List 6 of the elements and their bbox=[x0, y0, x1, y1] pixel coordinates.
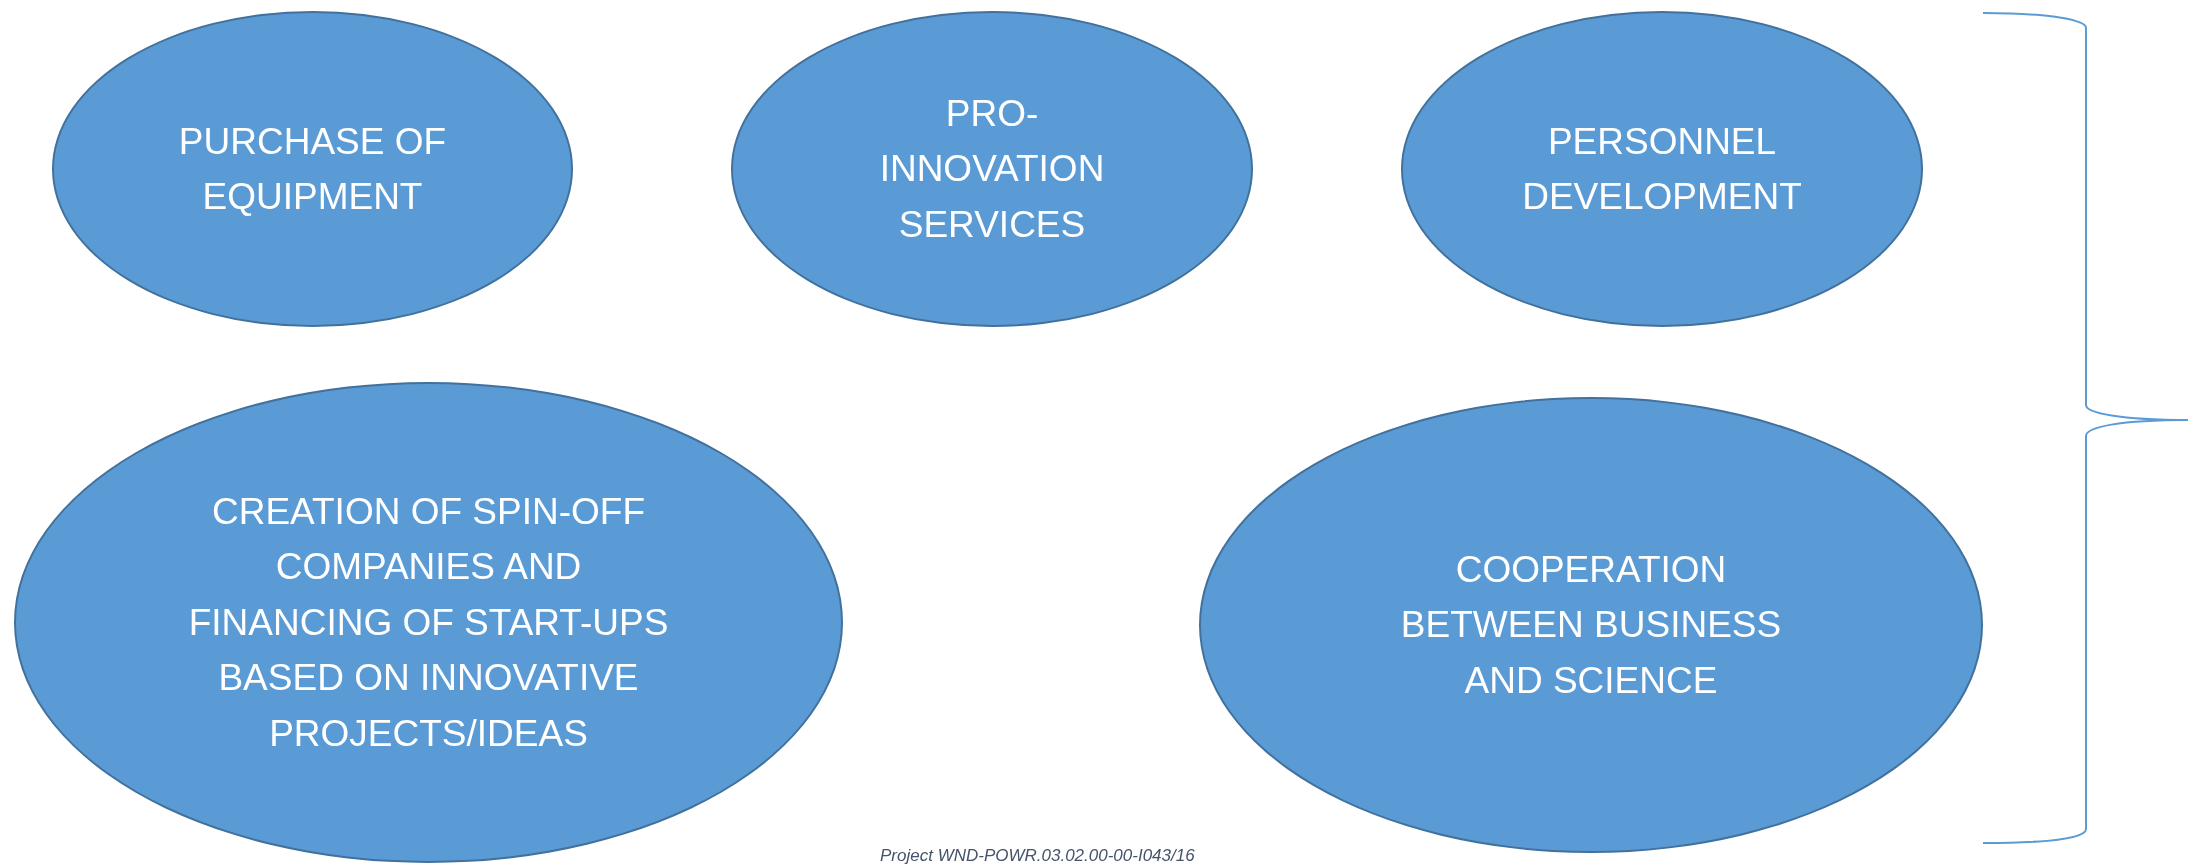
node-label: PRO- INNOVATION SERVICES bbox=[878, 91, 1106, 247]
node-label: COOPERATION BETWEEN BUSINESS AND SCIENCE bbox=[1399, 547, 1783, 703]
caption: Project WND-POWR.03.02.00-00-I043/16 bbox=[880, 845, 1195, 866]
node-label: PERSONNEL DEVELOPMENT bbox=[1521, 119, 1803, 219]
node-label: PURCHASE OF EQUIPMENT bbox=[177, 119, 448, 219]
node-label: CREATION OF SPIN-OFF COMPANIES AND FINANCING OF START-UPS BASED ON INNOVATIVE PROJECTS/IDEAS bbox=[187, 489, 670, 756]
